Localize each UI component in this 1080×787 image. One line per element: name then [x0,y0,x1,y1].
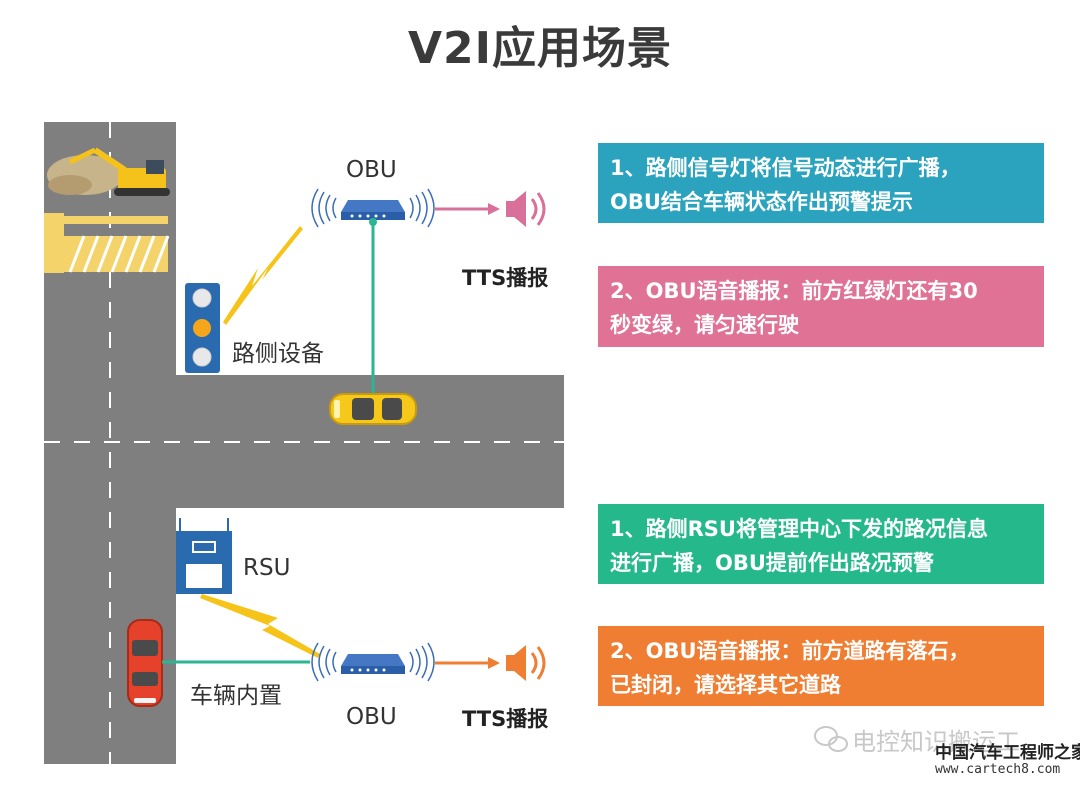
excavator-icon [47,147,170,196]
speaker-icon-top [506,191,546,227]
rsu-label: RSU [243,555,291,581]
signal-waves-right-bottom [409,642,435,682]
obu-device-icon-bottom [341,654,405,674]
obu-label-top: OBU [346,157,397,183]
wechat-icon [814,726,848,752]
roadside-device-label: 路侧设备 [232,341,324,367]
info-box-2-line1: 2、OBU语音播报：前方红绿灯还有30 [610,279,978,303]
road-horizontal [44,375,564,508]
arrow-head-top [488,203,500,215]
signal-waves-left-bottom [311,642,337,682]
obu-label-bottom: OBU [346,704,397,730]
info-box-4-line2: 已封闭，请选择其它道路 [610,673,841,697]
info-box-3-line2: 进行广播，OBU提前作出路况预警 [610,551,934,575]
info-box-1-line2: OBU结合车辆状态作出预警提示 [610,190,913,214]
speaker-icon-bottom [506,645,546,681]
red-car-icon [127,619,163,707]
info-box-2-line2: 秒变绿，请匀速行驶 [610,313,799,337]
rsu-device-icon [176,518,232,594]
construction-barrier [44,213,170,273]
lightning-icon-bottom [200,594,320,658]
info-box-2: 2、OBU语音播报：前方红绿灯还有30 秒变绿，请匀速行驶 [598,266,1044,347]
arrow-head-bottom [488,657,500,669]
info-box-3-line1: 1、路侧RSU将管理中心下发的路况信息 [610,517,988,541]
info-box-4: 2、OBU语音播报：前方道路有落石， 已封闭，请选择其它道路 [598,626,1044,706]
watermark-brand: 中国汽车工程师之家 [935,743,1080,763]
vehicle-builtin-label: 车辆内置 [190,683,282,709]
tts-label-bottom: TTS播报 [462,707,549,731]
info-box-1: 1、路侧信号灯将信号动态进行广播， OBU结合车辆状态作出预警提示 [598,143,1044,223]
watermark-text: 电控知识搬运工 [852,728,1020,756]
signal-waves-right-top [409,188,435,228]
info-box-4-line1: 2、OBU语音播报：前方道路有落石， [610,639,970,663]
yellow-car-icon [329,393,417,425]
traffic-light-icon [185,283,220,373]
tts-label-top: TTS播报 [462,266,549,290]
info-box-3: 1、路侧RSU将管理中心下发的路况信息 进行广播，OBU提前作出路况预警 [598,504,1044,584]
info-box-1-line1: 1、路侧信号灯将信号动态进行广播， [610,156,961,180]
obu-device-icon-top [341,200,405,220]
signal-waves-left-top [311,188,337,228]
page-title: V2I应用场景 [407,23,673,74]
lightning-icon-top [223,226,303,325]
watermark-url: www.cartech8.com [935,762,1061,777]
